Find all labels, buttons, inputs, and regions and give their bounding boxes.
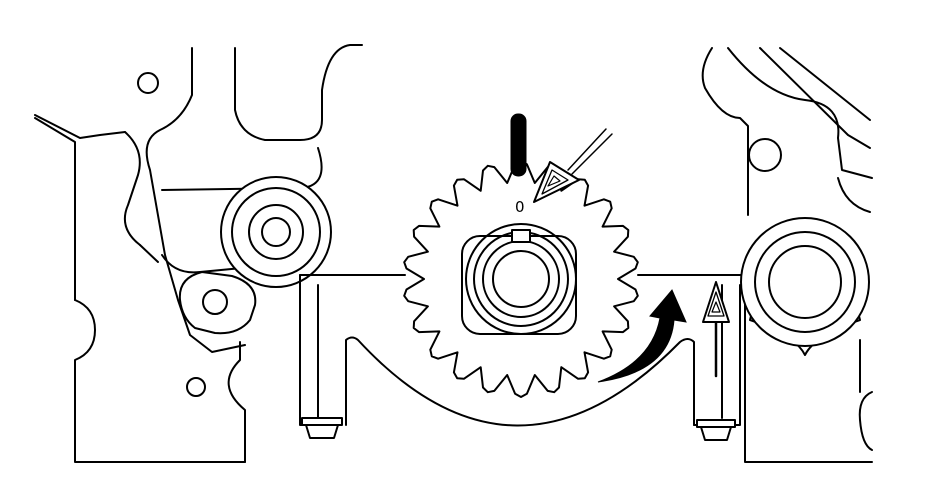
tensioner-up-arrow — [702, 281, 730, 378]
sprocket-hub-outer — [465, 223, 577, 335]
crank-keyway — [511, 229, 531, 243]
timing-reference-pointer — [510, 113, 527, 177]
left-engine-block — [34, 44, 363, 463]
left-lower-bolt-hole — [186, 377, 206, 397]
right-bolt-head — [696, 419, 736, 441]
right-upper-bolt-hole — [748, 138, 782, 172]
sprocket-bore — [492, 250, 550, 308]
right-tensioner-pulley — [740, 217, 870, 356]
sprocket-teeth — [403, 160, 639, 398]
left-boss-hole — [202, 289, 228, 315]
timing-mark-arrow — [533, 128, 613, 203]
rotation-direction-arrow — [597, 289, 687, 383]
left-boss — [178, 271, 257, 335]
left-bolt-head — [301, 417, 343, 439]
crankshaft-sprocket: 0 — [403, 160, 639, 398]
left-idler-pulley — [220, 176, 332, 288]
right-engine-block — [701, 47, 873, 463]
sprocket-timing-mark: 0 — [515, 198, 525, 216]
left-upper-bolt-hole — [137, 72, 159, 94]
